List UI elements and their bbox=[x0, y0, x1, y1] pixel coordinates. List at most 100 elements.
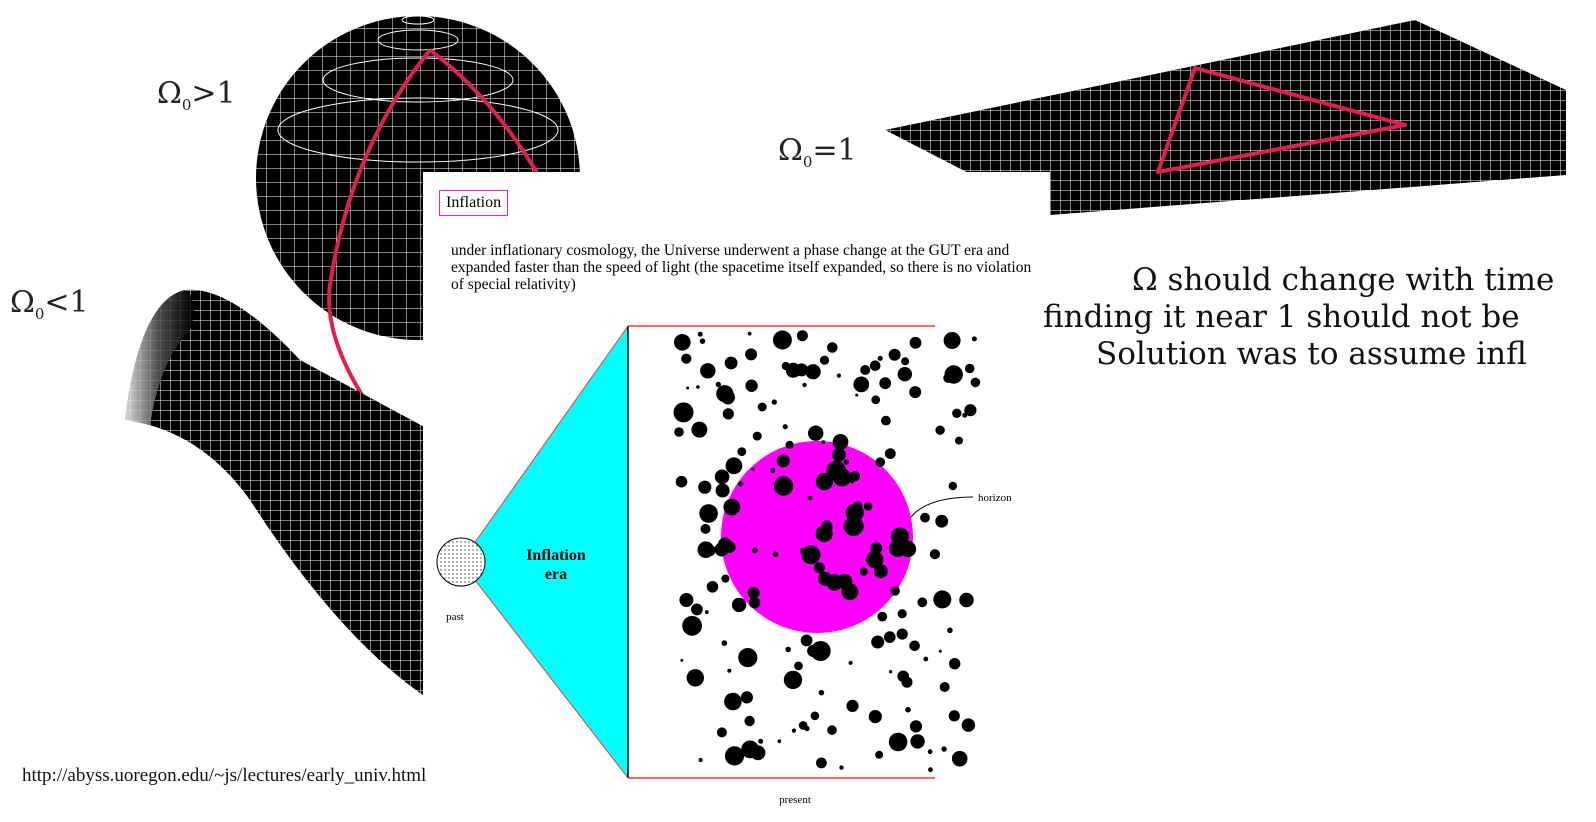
galaxy-dot bbox=[848, 660, 853, 665]
galaxy-dot bbox=[849, 471, 861, 482]
galaxy-dot bbox=[783, 670, 803, 690]
galaxy-dot bbox=[772, 551, 779, 557]
past-universe-circle bbox=[436, 537, 486, 587]
galaxy-dot bbox=[745, 348, 758, 361]
galaxy-dot bbox=[691, 421, 708, 438]
galaxy-dot bbox=[875, 750, 884, 759]
galaxy-dot bbox=[696, 385, 700, 389]
galaxy-dot bbox=[737, 481, 744, 487]
galaxy-dot bbox=[888, 670, 893, 674]
galaxy-dot bbox=[884, 631, 896, 643]
galaxy-dot bbox=[920, 512, 930, 523]
galaxy-dot bbox=[808, 425, 824, 441]
galaxy-dot bbox=[927, 749, 933, 755]
galaxy-dot bbox=[964, 404, 977, 417]
galaxy-dot bbox=[673, 402, 694, 423]
galaxy-dot bbox=[773, 476, 794, 496]
galaxy-dot bbox=[909, 336, 922, 349]
galaxy-dot bbox=[747, 331, 752, 336]
galaxy-dot bbox=[899, 540, 917, 558]
inflation-cone bbox=[461, 326, 628, 778]
galaxy-dot bbox=[724, 356, 738, 370]
galaxy-dot bbox=[853, 501, 863, 511]
galaxy-dot bbox=[680, 658, 684, 662]
galaxy-dot bbox=[866, 551, 884, 569]
galaxy-dot bbox=[675, 475, 688, 488]
galaxy-dot bbox=[679, 593, 694, 607]
galaxy-dot bbox=[731, 597, 747, 613]
galaxy-dot bbox=[802, 382, 807, 388]
galaxy-dot bbox=[881, 415, 891, 426]
galaxy-dot bbox=[827, 342, 838, 353]
galaxy-dot bbox=[933, 590, 952, 609]
galaxy-dot bbox=[785, 646, 791, 653]
source-url: http://abyss.uoregon.edu/~js/lectures/ea… bbox=[22, 765, 427, 786]
galaxy-dot bbox=[721, 574, 730, 583]
explanation-line-1: Ω should change with time bbox=[1132, 262, 1555, 298]
omega-relation: <1 bbox=[44, 285, 89, 320]
galaxy-dot bbox=[700, 363, 716, 379]
galaxy-dot bbox=[757, 402, 767, 412]
omega-subscript: 0 bbox=[34, 305, 45, 323]
galaxy-dot bbox=[810, 641, 831, 661]
galaxy-dot bbox=[884, 448, 896, 459]
galaxy-dot bbox=[961, 718, 976, 732]
galaxy-dot bbox=[697, 331, 703, 337]
galaxy-dot bbox=[901, 357, 910, 366]
galaxy-dot bbox=[751, 467, 755, 471]
galaxy-dot bbox=[716, 727, 727, 738]
galaxy-dot bbox=[727, 668, 732, 673]
galaxy-dot bbox=[855, 393, 859, 397]
galaxy-dot bbox=[816, 757, 827, 769]
galaxy-dot bbox=[747, 586, 760, 599]
inflation-description: under inflationary cosmology, the Univer… bbox=[451, 242, 1032, 293]
galaxy-dot bbox=[910, 734, 925, 749]
galaxy-dot bbox=[875, 457, 885, 468]
galaxy-dot bbox=[929, 549, 940, 560]
omega-symbol: Ω bbox=[778, 133, 803, 168]
galaxy-dot bbox=[821, 521, 833, 533]
galaxy-dot bbox=[832, 434, 849, 450]
galaxy-dot bbox=[888, 732, 908, 752]
galaxy-dot bbox=[928, 767, 933, 773]
galaxy-dot bbox=[723, 498, 741, 516]
galaxy-dot bbox=[691, 603, 703, 616]
galaxy-dot bbox=[800, 634, 813, 647]
galaxy-dot bbox=[923, 656, 929, 662]
inflation-era-label-line1: Inflation bbox=[526, 547, 586, 564]
galaxy-dot bbox=[949, 658, 961, 670]
galaxy-dot bbox=[843, 459, 850, 465]
galaxy-dot bbox=[948, 710, 960, 722]
galaxy-dot bbox=[917, 597, 928, 608]
galaxy-dot bbox=[826, 460, 847, 481]
galaxy-dot bbox=[935, 514, 949, 528]
galaxy-dot bbox=[722, 408, 734, 420]
galaxy-dot bbox=[794, 661, 803, 671]
horizon-label: horizon bbox=[978, 492, 1012, 504]
galaxy-dot bbox=[853, 376, 870, 393]
galaxy-dot bbox=[905, 706, 911, 713]
galaxy-dot bbox=[723, 541, 736, 553]
galaxy-dot bbox=[752, 547, 758, 554]
galaxy-dot bbox=[699, 504, 718, 523]
galaxy-dot bbox=[724, 692, 742, 711]
galaxy-dot bbox=[785, 362, 801, 378]
galaxy-dot bbox=[957, 369, 963, 374]
galaxy-dot bbox=[681, 353, 692, 364]
galaxy-dot bbox=[863, 502, 873, 511]
galaxy-dot bbox=[782, 424, 788, 430]
galaxy-dot bbox=[807, 495, 813, 501]
galaxy-dot bbox=[827, 725, 837, 735]
galaxy-dot bbox=[776, 454, 790, 468]
galaxy-dot bbox=[871, 635, 885, 649]
galaxy-dot bbox=[909, 386, 922, 399]
galaxy-dot bbox=[841, 583, 859, 601]
galaxy-dot bbox=[785, 440, 794, 449]
galaxy-dot bbox=[700, 523, 711, 534]
galaxy-dot bbox=[714, 469, 730, 485]
galaxy-dot bbox=[832, 447, 846, 462]
galaxy-dot bbox=[805, 365, 815, 375]
galaxy-dot bbox=[860, 365, 871, 375]
galaxy-dot bbox=[716, 385, 734, 403]
galaxy-dot bbox=[698, 480, 712, 494]
